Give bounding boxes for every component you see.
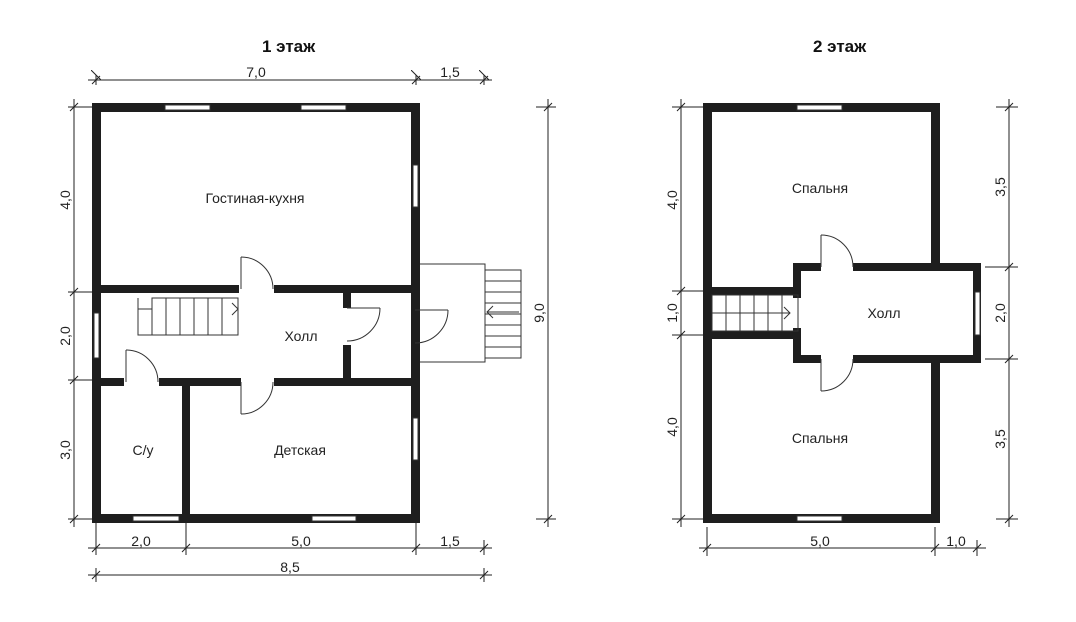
- f1-window: [93, 312, 100, 359]
- f2-wall-hall-left-top: [793, 263, 801, 298]
- f1-staircase: [137, 297, 239, 336]
- f2-wall-hall-bottom-right: [853, 355, 933, 363]
- f1-wall-bathroom: [182, 378, 190, 523]
- f2-dim-right-35-top: 3,5: [992, 177, 1008, 197]
- f1-room-hall: Холл: [285, 328, 318, 344]
- f1-dim-left-2: 2,0: [57, 326, 73, 346]
- f1-wall-hall-bottom-b: [159, 378, 241, 386]
- f1-dim-total-85: 8,5: [280, 559, 300, 575]
- floor1-plan: Гостиная-кухня Холл С/у Детская: [57, 64, 556, 582]
- f2-room-hall: Холл: [868, 305, 901, 321]
- f1-dim-bottom-5: 5,0: [291, 533, 311, 549]
- f1-window: [412, 164, 419, 208]
- f1-room-kids: Детская: [274, 442, 326, 458]
- f2-dim-right-35-bottom: 3,5: [992, 429, 1008, 449]
- f2-dim-left-1: 1,0: [664, 303, 680, 323]
- f2-room-bedroom-bottom: Спальня: [792, 430, 848, 446]
- f1-window: [132, 515, 180, 522]
- f2-window: [796, 104, 843, 111]
- f2-wall-hall-top-left: [793, 263, 821, 271]
- f1-wall-bottom: [92, 514, 420, 523]
- floor2-plan: Спальня Холл Спальня 4,0 1,0 4,: [664, 99, 1018, 556]
- f1-dim-top-15: 1,5: [440, 64, 460, 80]
- f2-wall-bay-top: [931, 263, 981, 271]
- f2-staircase: [711, 294, 799, 332]
- f2-wall-hall-top-right: [853, 263, 933, 271]
- f1-room-living-kitchen: Гостиная-кухня: [205, 190, 304, 206]
- f2-room-bedroom-top: Спальня: [792, 180, 848, 196]
- f1-dim-top-7: 7,0: [246, 64, 266, 80]
- f2-wall-bay-bottom: [931, 355, 981, 363]
- f2-wall-hall-left-bottom: [793, 328, 801, 363]
- f2-wall-right-top: [931, 103, 940, 271]
- f1-window: [164, 104, 211, 111]
- f2-dim-bottom-5: 5,0: [810, 533, 830, 549]
- f2-dimension-ticks: [676, 102, 1014, 553]
- f2-dim-right-2: 2,0: [992, 303, 1008, 323]
- f1-porch: [420, 263, 522, 363]
- f1-dimensions: [68, 75, 556, 582]
- f2-doors: [820, 234, 854, 392]
- f2-window: [796, 515, 843, 522]
- f1-window: [300, 104, 347, 111]
- f1-wall-living-hall-right: [274, 285, 420, 293]
- f1-wall-hall-bottom-a: [92, 378, 124, 386]
- f1-wall-top: [92, 103, 420, 112]
- f1-dimension-ticks: [69, 75, 553, 580]
- f1-room-bathroom: С/у: [133, 442, 154, 458]
- f1-dim-left-4: 4,0: [57, 190, 73, 210]
- f2-dim-bottom-1: 1,0: [946, 533, 966, 549]
- f1-wall-vestibule-top: [343, 293, 351, 308]
- f2-wall-stair-top: [703, 287, 801, 295]
- f2-wall-stair-bottom: [703, 331, 801, 339]
- f1-wall-living-hall-left: [92, 285, 239, 293]
- floor2-title: 2 этаж: [813, 37, 867, 56]
- f2-dimensions: [672, 99, 1018, 556]
- f2-window: [974, 291, 981, 336]
- f1-window: [412, 417, 419, 461]
- f1-dim-left-3: 3,0: [57, 440, 73, 460]
- f1-doors: [125, 256, 449, 415]
- f1-dim-bottom-2: 2,0: [131, 533, 151, 549]
- f2-wall-right-bottom: [931, 355, 940, 523]
- f1-window: [311, 515, 357, 522]
- f2-wall-hall-bottom-left: [793, 355, 821, 363]
- f2-dim-left-4-bottom: 4,0: [664, 417, 680, 437]
- f1-dim-right-9: 9,0: [531, 303, 547, 323]
- f2-dim-left-4-top: 4,0: [664, 190, 680, 210]
- f1-wall-entrance: [411, 293, 420, 386]
- f2-wall-left: [703, 103, 712, 523]
- f1-dim-bottom-15: 1,5: [440, 533, 460, 549]
- f1-wall-vestibule-bottom: [343, 345, 351, 383]
- floor1-title: 1 этаж: [262, 37, 316, 56]
